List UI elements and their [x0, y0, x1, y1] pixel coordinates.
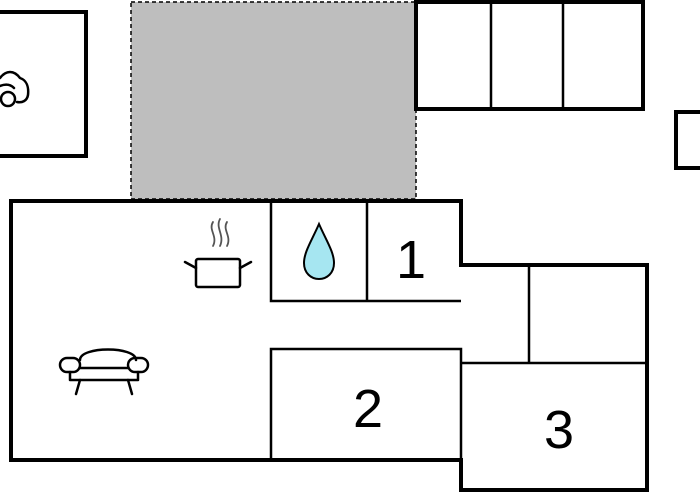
room-2-label: 2: [353, 379, 383, 439]
annex-walls: [674, 110, 700, 170]
terrace-area: [130, 1, 417, 200]
water-drop-icon: [302, 221, 336, 281]
sofa-icon: [58, 348, 150, 396]
room-2-walls: [269, 347, 463, 460]
garage-walls: [0, 10, 88, 158]
steam-icon: [210, 218, 230, 247]
cooking-pot-icon: [183, 257, 253, 289]
kitchen-partition: [269, 201, 461, 303]
storage-block: [414, 0, 645, 111]
car-icon: [0, 70, 30, 108]
room-1-label: 1: [396, 230, 426, 290]
room-3-label: 3: [544, 400, 574, 460]
house-outline: [9, 199, 649, 492]
